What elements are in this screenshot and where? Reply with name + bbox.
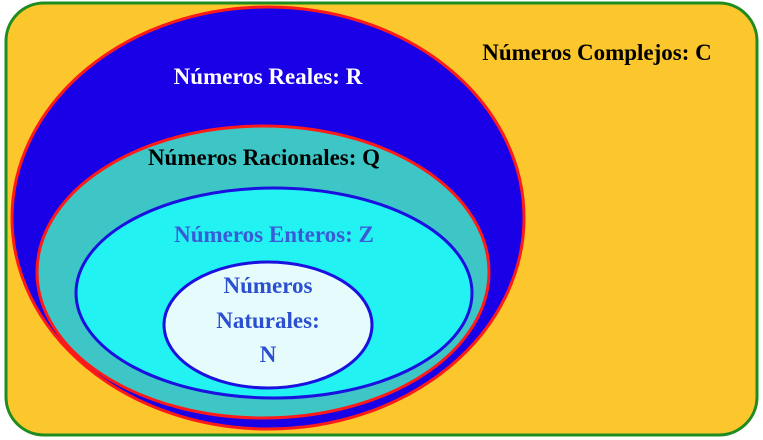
set-complex-label: Números Complejos: C bbox=[482, 40, 712, 65]
set-natural-region bbox=[162, 260, 374, 390]
set-natural-label-line-2: Naturales: bbox=[216, 308, 319, 333]
set-natural-label-line-3: N bbox=[260, 342, 277, 367]
set-rational-label: Números Racionales: Q bbox=[148, 145, 380, 170]
set-real-label: Números Reales: R bbox=[174, 64, 363, 89]
set-integer-label: Números Enteros: Z bbox=[174, 222, 374, 247]
set-natural-label-line-1: Números bbox=[223, 273, 312, 298]
